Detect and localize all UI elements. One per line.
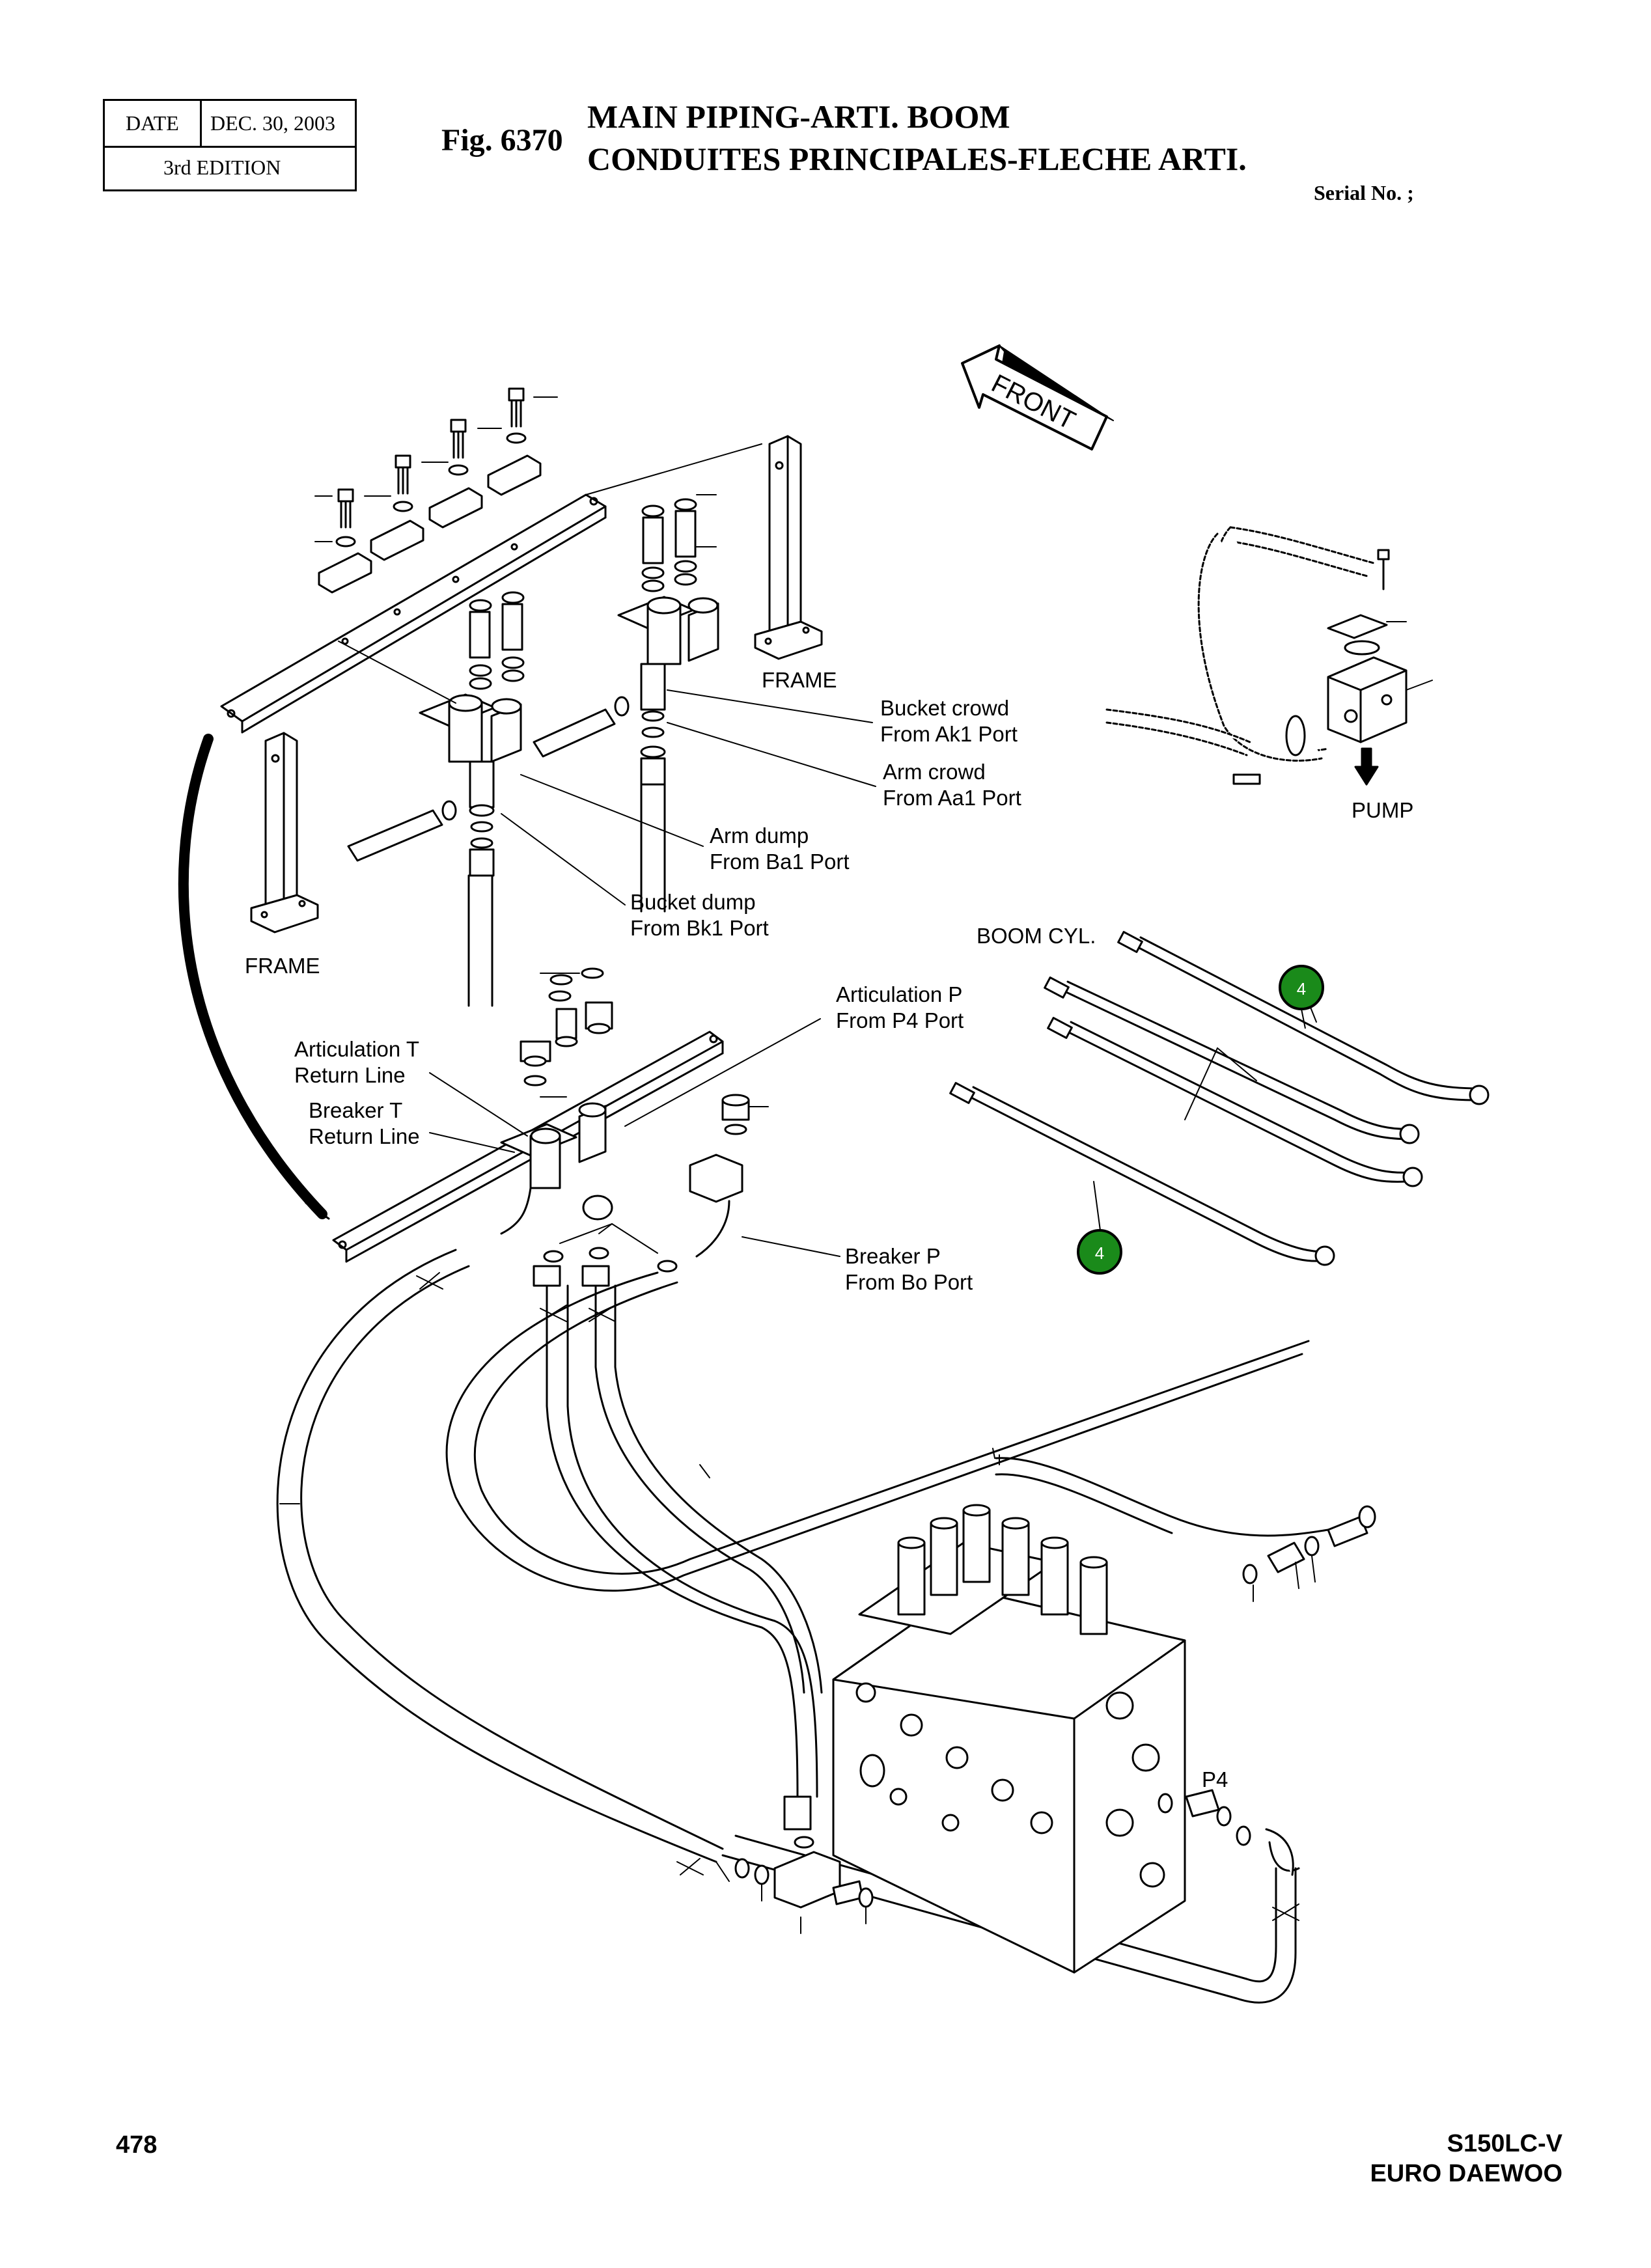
breaker-t-label: Breaker T Return Line	[309, 1098, 420, 1150]
upper-tee-fittings	[419, 596, 719, 877]
pump-down-arrow	[1354, 747, 1379, 786]
lower-fittings	[500, 967, 750, 1273]
bucket-dump-line1: Bucket dump	[630, 890, 756, 914]
date-label: DATE	[126, 111, 179, 135]
date-row	[105, 101, 355, 148]
frame-post-lower	[250, 732, 319, 933]
articulation-t-line2: Return Line	[294, 1063, 406, 1087]
articulation-p-line1: Articulation P	[836, 982, 963, 1006]
articulation-p-line2: From P4 Port	[836, 1008, 964, 1032]
breaker-t-line2: Return Line	[309, 1124, 420, 1148]
lower-tee-fitting	[734, 1836, 874, 1934]
edition-text: 3rd EDITION	[163, 156, 281, 179]
pump-label: PUMP	[1352, 798, 1414, 822]
bucket-crowd-line2: From Ak1 Port	[880, 722, 1018, 746]
callout-4-lower-label: 4	[1095, 1243, 1104, 1263]
upper-clamp-rail	[220, 493, 607, 734]
title-english: MAIN PIPING-ARTI. BOOM	[587, 98, 1010, 135]
long-hoses	[276, 1249, 1329, 2004]
hose-braid-marks	[416, 1272, 1299, 1921]
title-french: CONDUITES PRINCIPALES-FLECHE ARTI.	[587, 141, 1247, 177]
page-number: 478	[116, 2131, 158, 2159]
upper-leader-lines	[338, 443, 876, 906]
arm-crowd-label: Arm crowd From Aa1 Port	[883, 759, 1021, 811]
arm-dump-line1: Arm dump	[710, 823, 809, 848]
revision-box: DATE DEC. 30, 2003 3rd EDITION	[103, 99, 357, 191]
date-value: DEC. 30, 2003	[210, 111, 335, 135]
lower-leader-lines	[429, 973, 840, 1257]
breaker-p-line2: From Bo Port	[845, 1270, 973, 1294]
breaker-p-line1: Breaker P	[845, 1244, 941, 1268]
serial-number: Serial No. ;	[1314, 181, 1414, 204]
callout-4-upper-label: 4	[1297, 979, 1306, 999]
upper-adapters	[469, 498, 697, 690]
frame-upper-label: FRAME	[762, 668, 837, 692]
callout-4-upper: 4	[1279, 965, 1324, 1029]
arm-dump-label: Arm dump From Ba1 Port	[710, 823, 850, 875]
date-divider	[200, 101, 202, 148]
valve-port-adapters	[1158, 1505, 1376, 1876]
bucket-crowd-line1: Bucket crowd	[880, 696, 1010, 720]
p4-port-label: P4	[1202, 1767, 1228, 1791]
arm-crowd-line2: From Aa1 Port	[883, 786, 1021, 810]
callout-4-lower: 4	[1077, 1229, 1122, 1275]
articulation-t-line1: Articulation T	[294, 1037, 419, 1061]
frame-post-upper	[754, 435, 823, 660]
arm-dump-line2: From Ba1 Port	[710, 850, 850, 874]
bucket-dump-line2: From Bk1 Port	[630, 916, 769, 940]
articulation-p-label: Articulation P From P4 Port	[836, 982, 964, 1034]
boom-cylinder-hoses	[949, 931, 1490, 1266]
bucket-dump-label: Bucket dump From Bk1 Port	[630, 889, 769, 941]
pump-assembly	[1105, 526, 1433, 785]
clamp-blocks	[314, 387, 558, 594]
breaker-t-line1: Breaker T	[309, 1098, 403, 1122]
bucket-crowd-label: Bucket crowd From Ak1 Port	[880, 695, 1018, 747]
breaker-p-label: Breaker P From Bo Port	[845, 1243, 973, 1295]
brand-name: EURO DAEWOO	[1370, 2160, 1562, 2187]
front-arrow	[961, 344, 1114, 450]
relocation-arrow	[178, 734, 327, 1219]
articulation-t-label: Articulation T Return Line	[294, 1036, 419, 1088]
model-name: S150LC-V	[1447, 2130, 1562, 2157]
boom-cyl-label: BOOM CYL.	[977, 924, 1096, 948]
upper-hose-stubs	[347, 696, 666, 1007]
control-valve	[832, 1504, 1186, 1974]
figure-number: Fig. 6370	[441, 123, 563, 158]
arm-crowd-line1: Arm crowd	[883, 760, 986, 784]
frame-lower-label: FRAME	[245, 954, 320, 978]
